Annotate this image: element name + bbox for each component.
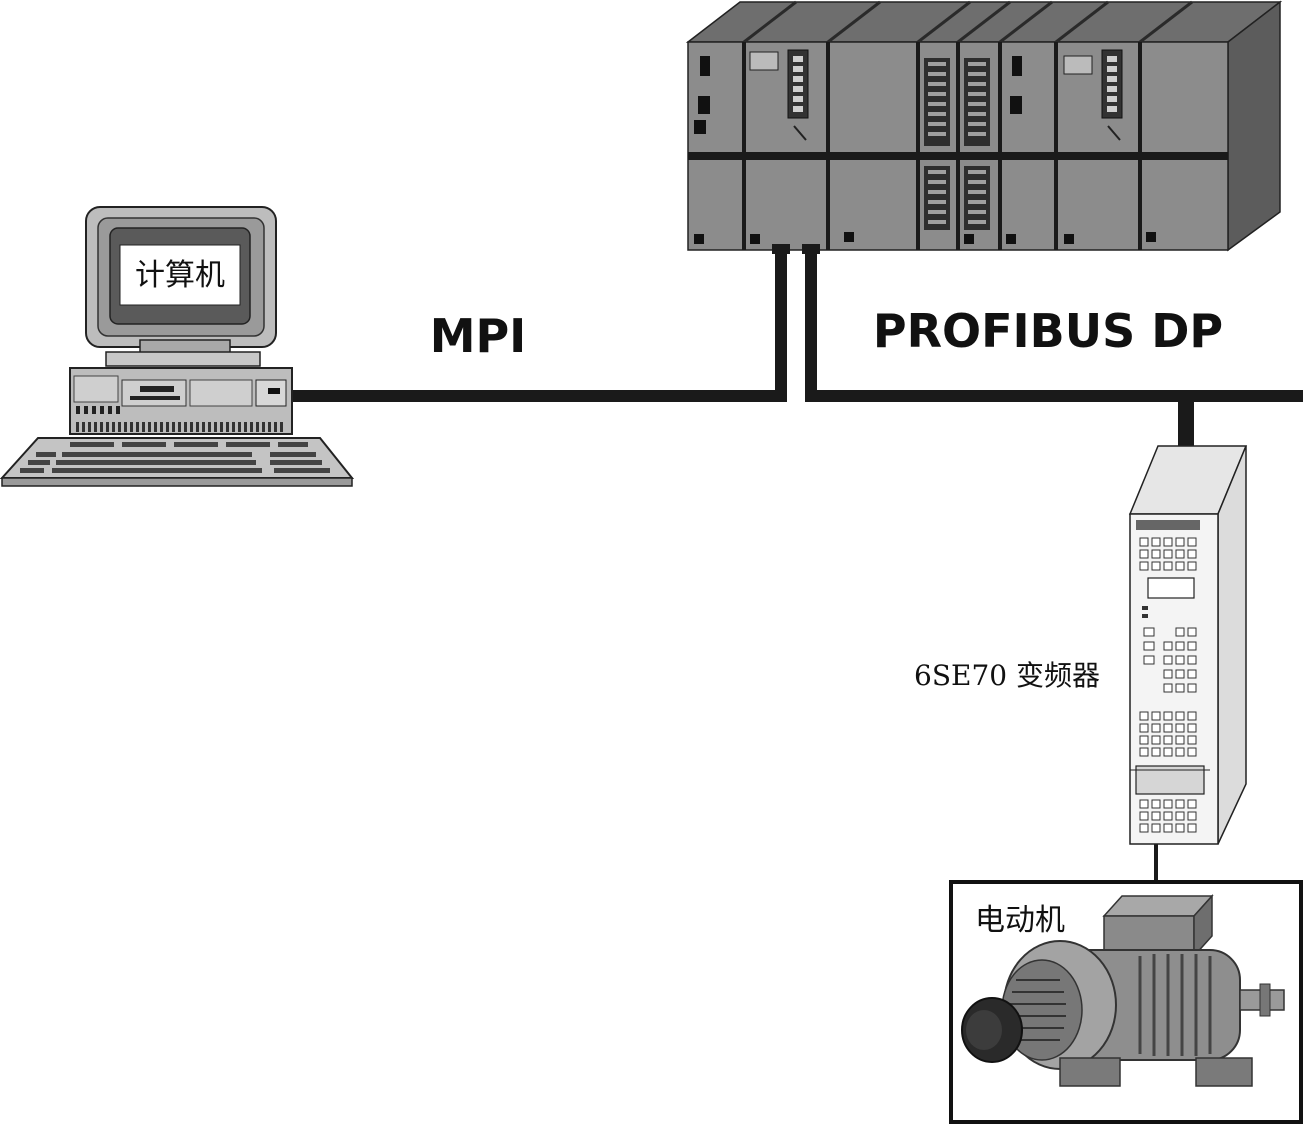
profibus-dp-label: PROFIBUS DP	[873, 304, 1223, 358]
mpi-cable	[292, 250, 787, 402]
plc-rack-icon	[685, 0, 1283, 254]
computer-label: 计算机	[135, 258, 225, 293]
motor-label: 电动机	[975, 903, 1065, 938]
profibus-dp-cable	[805, 250, 1303, 402]
inverter-label: 6SE70 变频器	[914, 659, 1100, 692]
electric-motor-icon	[961, 894, 1285, 1087]
frequency-inverter-icon	[1128, 445, 1248, 845]
mpi-label: MPI	[430, 309, 527, 363]
desktop-computer-icon	[0, 206, 355, 487]
